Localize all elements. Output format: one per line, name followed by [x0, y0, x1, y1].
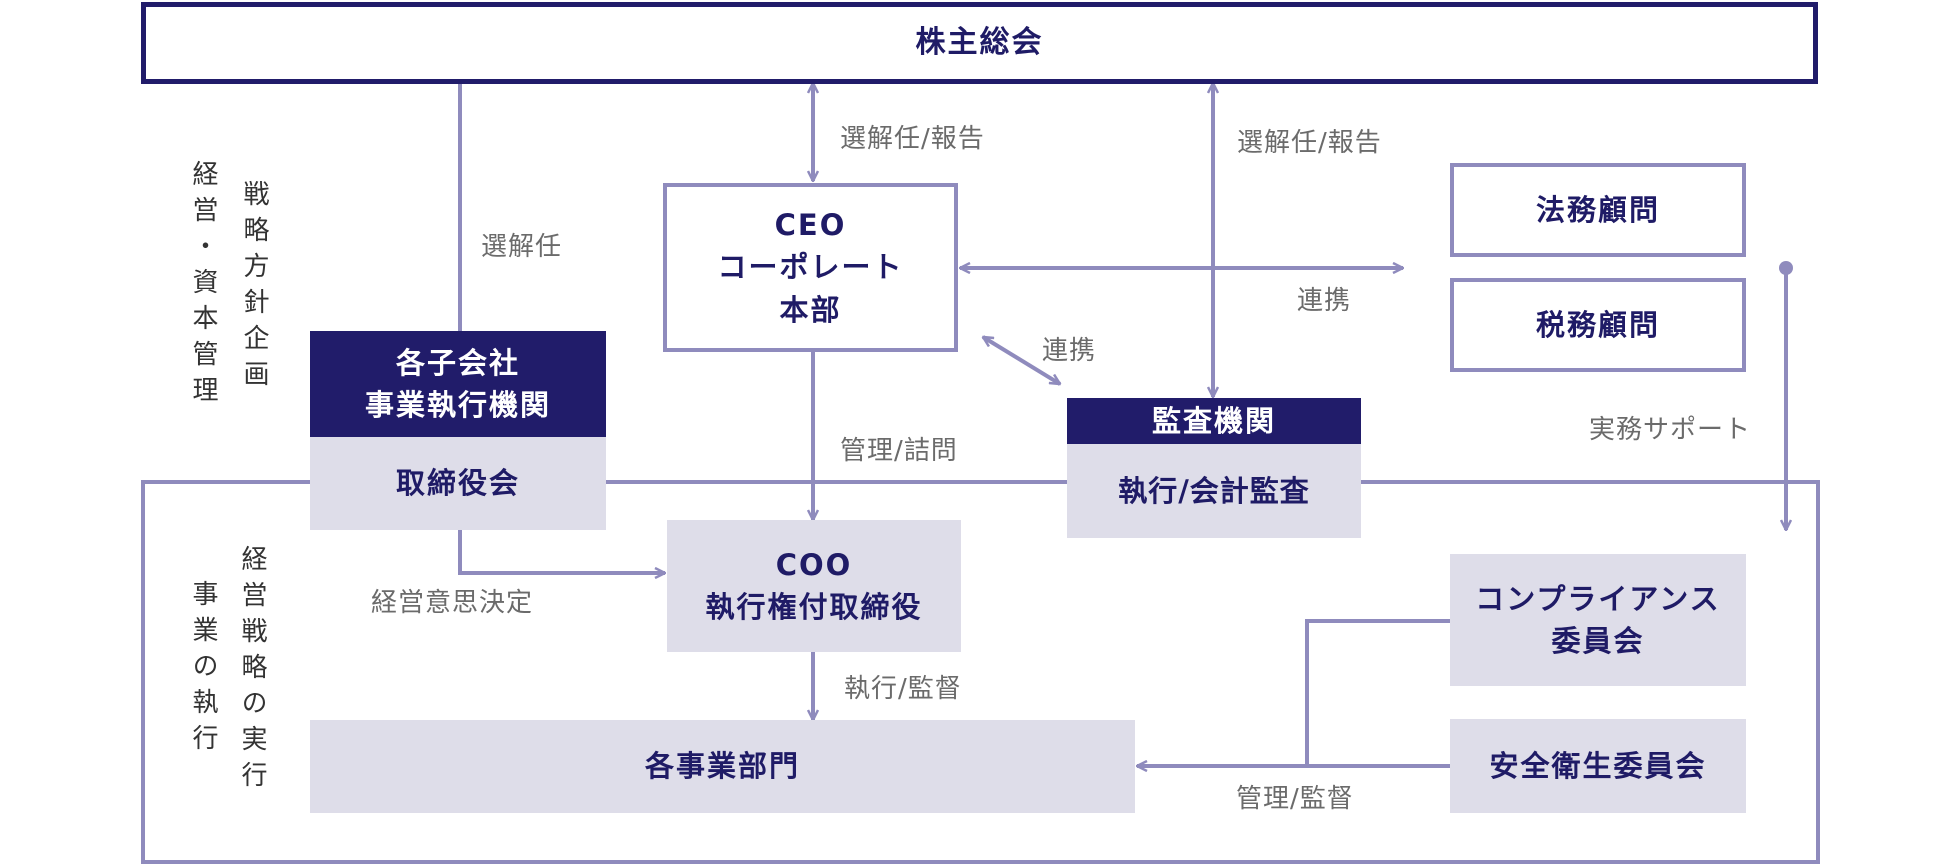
edge-ceo-audit	[983, 335, 1060, 386]
shareholders-meeting-box: 株主総会	[141, 2, 1818, 84]
coo-box: COO 執行権付取締役	[667, 520, 961, 652]
tax-advisor-box: 税務顧問	[1450, 278, 1746, 372]
label-manage-supervise: 管理/監督	[1236, 784, 1354, 814]
side-label-business-execution: 事業の執行	[188, 580, 218, 760]
board-label: 取締役会	[395, 466, 520, 501]
audit-execution-label: 執行/会計監査	[1118, 473, 1310, 508]
safety-committee-label: 安全衛生委員会	[1489, 748, 1707, 783]
business-divisions-box: 各事業部門	[310, 720, 1135, 813]
label-ceo-elect-report: 選解任/報告	[840, 124, 985, 154]
label-board-elect: 選解任	[481, 232, 563, 262]
subsidiary-executive-header: 各子会社 事業執行機関	[310, 331, 606, 437]
compliance-committee-box: コンプライアンス 委員会	[1450, 554, 1746, 686]
subsidiary-label-line2: 事業執行機関	[364, 388, 551, 422]
label-execute-supervise: 執行/監督	[844, 674, 962, 704]
ceo-label-line3: 本部	[779, 292, 842, 327]
label-management-decision: 経営意思決定	[371, 588, 534, 618]
label-ceo-audit-link: 連携	[1042, 336, 1097, 366]
audit-execution-box: 執行/会計監査	[1067, 444, 1361, 538]
audit-header-label: 監査機関	[1151, 403, 1276, 438]
side-label-strategy-execution: 経営戦略の実行	[237, 545, 267, 797]
edge-compliance-link	[1305, 619, 1450, 766]
coo-label-line2: 執行権付取締役	[705, 590, 923, 624]
tax-advisor-label: 税務顧問	[1535, 307, 1660, 342]
audit-body-header: 監査機関	[1067, 398, 1361, 444]
compliance-label-line2: 委員会	[1551, 624, 1645, 658]
compliance-label-line1: コンプライアンス	[1475, 581, 1721, 616]
edge-board-coo	[458, 530, 665, 573]
execution-region-frame	[141, 480, 1820, 864]
subsidiary-label-line1: 各子会社	[395, 345, 520, 380]
ceo-label-line1: CEO	[774, 208, 847, 243]
side-label-strategy-planning: 戦略方針企画	[239, 180, 269, 396]
ceo-label-line2: コーポレート	[717, 250, 904, 285]
business-divisions-label: 各事業部門	[644, 749, 800, 784]
shareholders-meeting-label: 株主総会	[915, 25, 1044, 61]
label-audit-elect-report: 選解任/報告	[1237, 128, 1382, 158]
safety-committee-box: 安全衛生委員会	[1450, 719, 1746, 813]
side-label-management-capital: 経営・資本管理	[188, 160, 218, 412]
coo-label-line1: COO	[775, 547, 853, 582]
legal-advisor-label: 法務顧問	[1535, 192, 1660, 227]
board-of-directors-box: 取締役会	[310, 437, 606, 530]
support-origin-dot	[1779, 261, 1793, 275]
label-practical-support: 実務サポート	[1589, 415, 1752, 445]
legal-advisor-box: 法務顧問	[1450, 163, 1746, 257]
label-manage-inquiry: 管理/詰問	[840, 436, 958, 466]
label-ceo-advisor-link: 連携	[1297, 286, 1352, 316]
ceo-corporate-box: CEO コーポレート 本部	[663, 183, 958, 352]
